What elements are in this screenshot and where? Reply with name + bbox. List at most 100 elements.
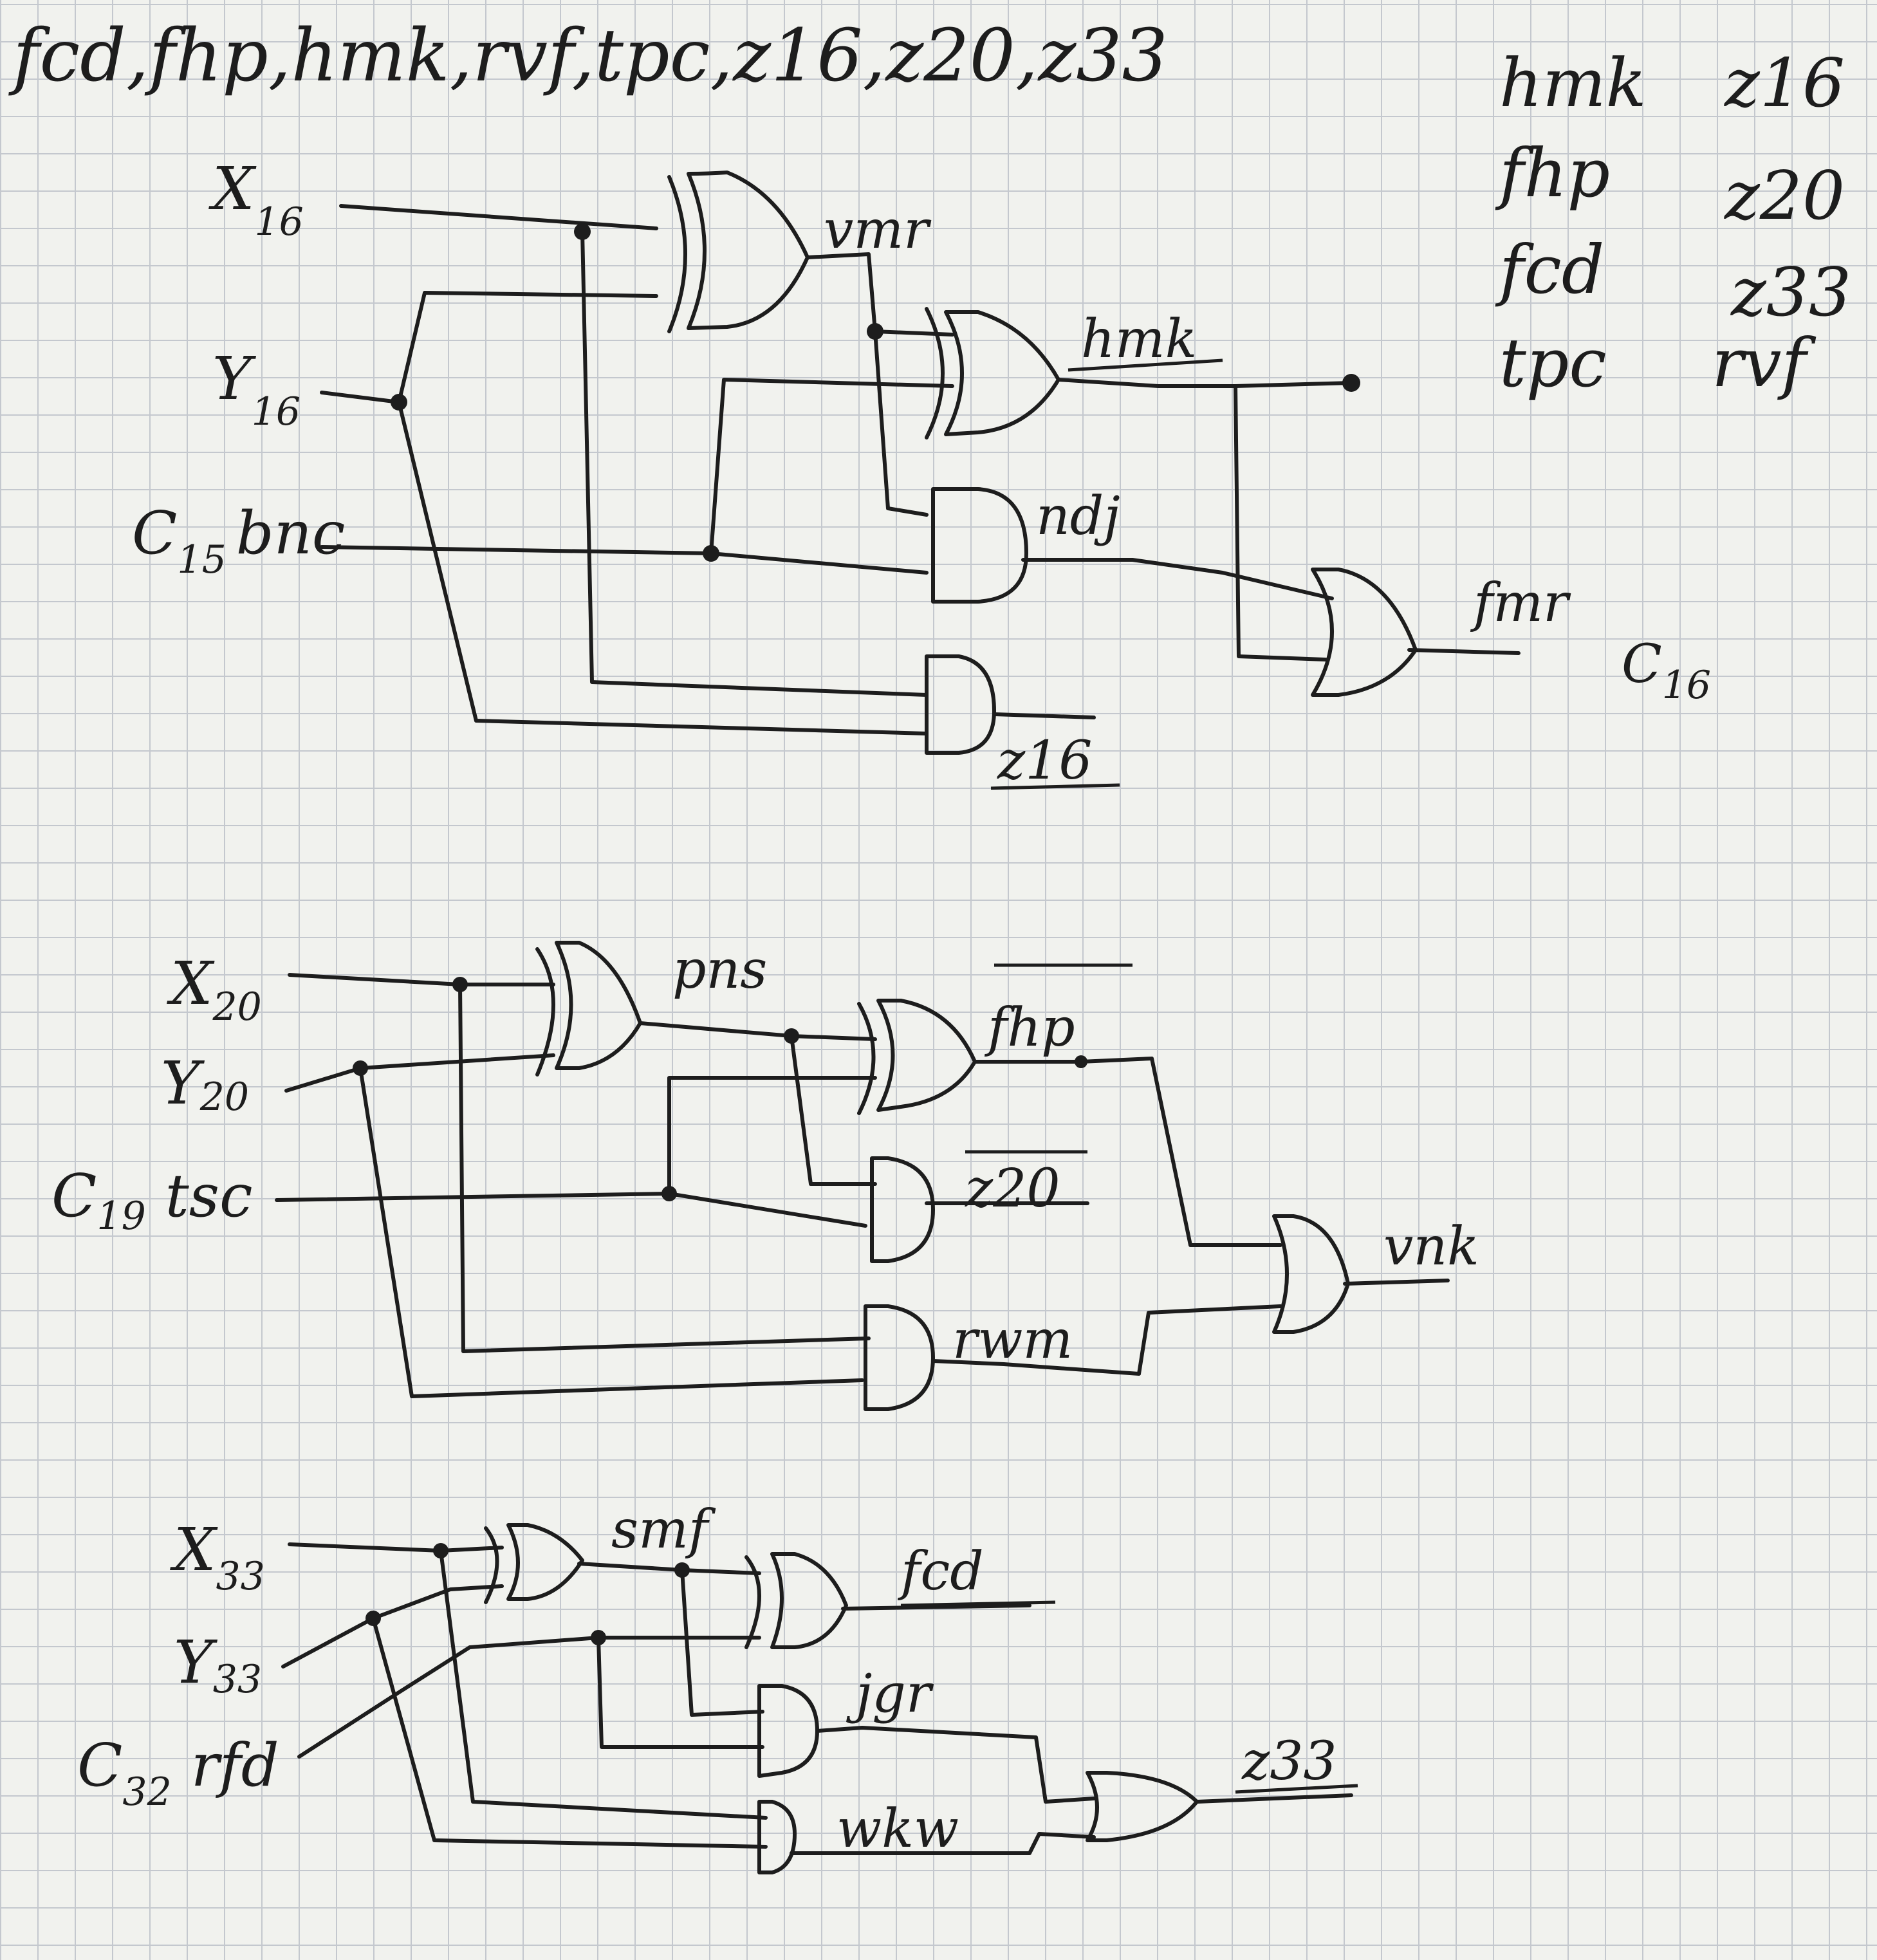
net-label: ndj xyxy=(1036,486,1120,547)
wire xyxy=(667,1076,877,1196)
wire xyxy=(1343,1279,1450,1286)
net-label: smf xyxy=(611,1499,716,1560)
wire xyxy=(1407,648,1521,655)
wire xyxy=(423,291,658,298)
wire xyxy=(790,1034,877,1186)
swap-pair-left: tpc xyxy=(1499,324,1607,402)
net-label: z20 xyxy=(965,1158,1060,1219)
xor-gate xyxy=(857,999,977,1115)
wire xyxy=(709,378,954,555)
wire xyxy=(371,1616,768,1849)
junction-dot xyxy=(661,1186,677,1201)
junction-dot xyxy=(452,977,468,992)
underline xyxy=(900,1600,1056,1607)
junction-dot xyxy=(867,323,883,340)
xor-gate xyxy=(744,1552,848,1649)
wire xyxy=(358,1066,864,1398)
wire xyxy=(577,1562,761,1575)
junction-dot xyxy=(591,1630,606,1645)
wire xyxy=(841,1604,1031,1611)
junction-dot xyxy=(365,1611,381,1626)
junction-dot xyxy=(784,1028,799,1044)
and-gate xyxy=(931,487,1028,604)
wire xyxy=(580,230,929,697)
xor-gate xyxy=(484,1523,584,1604)
input-y-label: Y16 xyxy=(212,344,301,434)
wire xyxy=(288,973,555,986)
wire xyxy=(680,1568,764,1717)
net-label: fcd xyxy=(897,1541,984,1602)
net-label: z16 xyxy=(997,730,1093,791)
wire xyxy=(790,1832,1096,1855)
wire xyxy=(992,712,1096,719)
net-label: vmr xyxy=(824,199,932,261)
and-gate xyxy=(864,1304,935,1411)
wire xyxy=(397,400,929,735)
swap-list-title: fcd,fhp,hmk,rvf,tpc,z16,z20,z33 xyxy=(8,14,1168,98)
swap-pair-left: fcd xyxy=(1495,230,1604,309)
input-x-label: X33 xyxy=(170,1515,265,1599)
wire xyxy=(281,1584,504,1669)
swap-pair-right: z20 xyxy=(1723,156,1845,235)
wire xyxy=(275,1192,867,1228)
net-label: fhp xyxy=(984,997,1075,1059)
xor-gate xyxy=(925,307,1060,439)
swap-pair-right: z16 xyxy=(1723,44,1845,122)
junction-dot xyxy=(353,1060,368,1076)
wire xyxy=(931,1359,1141,1376)
underline xyxy=(1235,1784,1358,1794)
wire xyxy=(1021,558,1334,600)
net-label: fmr xyxy=(1470,573,1571,634)
swap-pair-right: z33 xyxy=(1730,253,1851,331)
and-gate xyxy=(757,1684,819,1778)
swap-pair-left: fhp xyxy=(1495,134,1610,212)
wire xyxy=(439,1549,768,1820)
junction-dot xyxy=(1075,1055,1087,1068)
junction-dot xyxy=(391,394,407,411)
wire xyxy=(873,329,929,517)
junction-dot xyxy=(674,1562,690,1578)
net-label: rwm xyxy=(952,1309,1073,1371)
net-label: z33 xyxy=(1241,1731,1337,1792)
underline xyxy=(1068,358,1223,372)
input-y-label: Y20 xyxy=(161,1049,249,1120)
wire xyxy=(297,1636,600,1759)
input-x-label: X20 xyxy=(167,949,262,1030)
swap-pairs: hmk z16 fhp z20 fcd z33 tpc rvf xyxy=(1495,44,1851,402)
xor-gate xyxy=(667,171,809,333)
wire xyxy=(973,1057,1282,1247)
net-label: hmk xyxy=(1081,309,1197,370)
net-label: jgr xyxy=(846,1663,934,1724)
swap-pair-right: rvf xyxy=(1712,324,1816,402)
carry-out-label: C16 xyxy=(1622,634,1711,708)
junction-dot xyxy=(433,1543,448,1558)
wire xyxy=(320,545,929,575)
input-x-label: X16 xyxy=(208,154,304,245)
or-gate xyxy=(1272,1214,1350,1334)
input-y-label: Y33 xyxy=(174,1628,262,1702)
junction-dot xyxy=(703,545,719,562)
wire xyxy=(1234,384,1327,661)
underline xyxy=(990,783,1120,790)
wire xyxy=(638,1021,877,1041)
wire xyxy=(284,1053,555,1093)
wire xyxy=(288,1542,504,1553)
junction-dot xyxy=(1342,374,1360,392)
xor-gate xyxy=(535,941,642,1077)
wire xyxy=(458,983,871,1353)
or-gate xyxy=(1311,568,1418,697)
wire xyxy=(1137,1304,1282,1376)
and-gate xyxy=(757,1800,797,1874)
net-label: wkw xyxy=(837,1798,959,1860)
or-gate xyxy=(1086,1771,1199,1842)
swap-pair-left: hmk xyxy=(1499,44,1647,122)
and-gate xyxy=(925,654,996,755)
wire xyxy=(397,291,427,404)
